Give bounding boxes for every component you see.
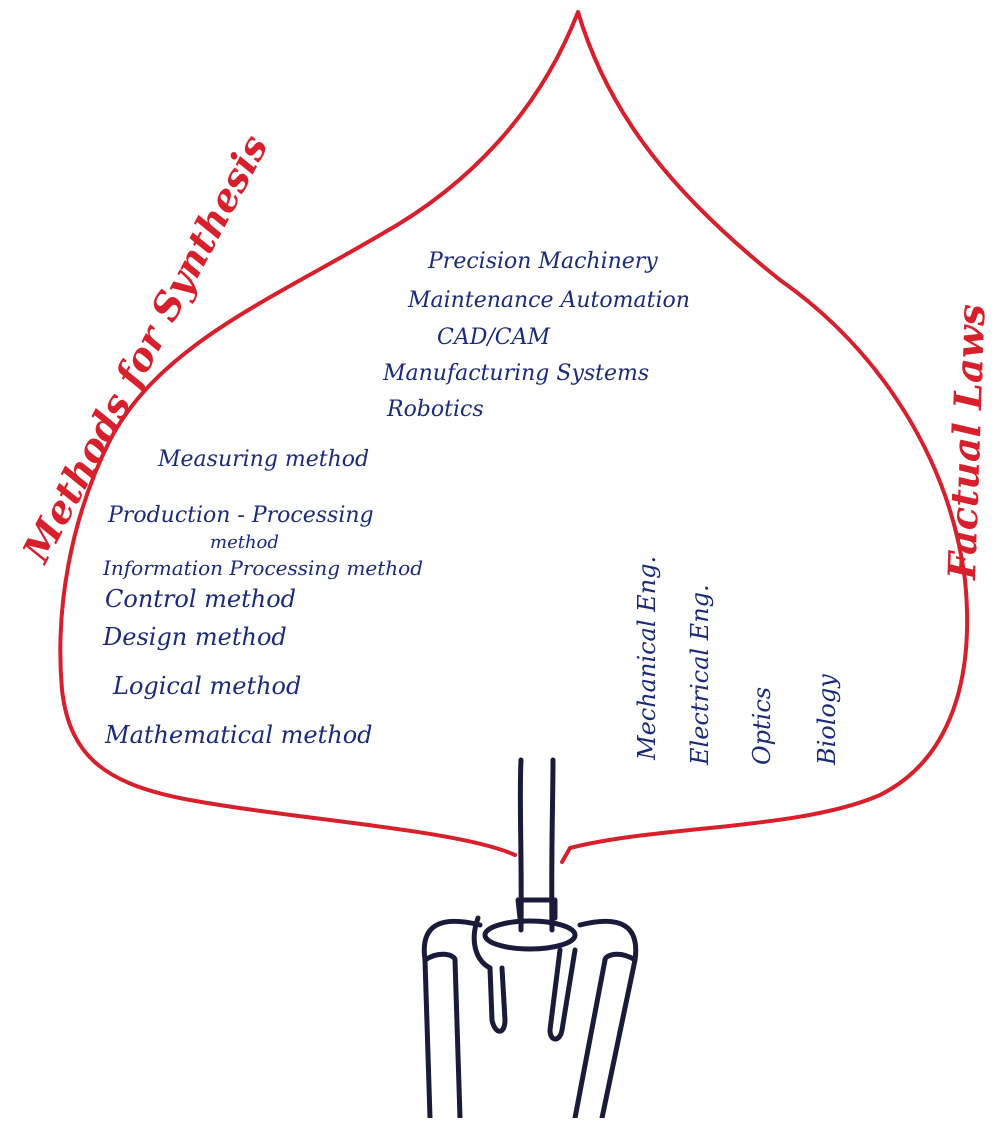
right-side-label: Factual Laws: [939, 303, 994, 581]
top-item: CAD/CAM: [437, 325, 550, 350]
top-item: Manufacturing Systems: [382, 361, 649, 386]
method-item: Control method: [105, 585, 296, 613]
top-item: Robotics: [386, 397, 484, 422]
discipline-label: Optics: [748, 687, 776, 765]
method-item: Mathematical method: [104, 721, 373, 749]
discipline-label: Mechanical Eng.: [633, 556, 661, 761]
method-item: Logical method: [112, 672, 301, 700]
method-item: Measuring method: [157, 447, 369, 472]
socket-base: [424, 900, 636, 1118]
disciplines-group: Mechanical Eng. Electrical Eng. Optics B…: [633, 556, 841, 766]
method-item: Information Processing method: [102, 556, 423, 580]
methods-group: Measuring method Production - Processing…: [102, 447, 423, 749]
top-item: Maintenance Automation: [407, 288, 690, 313]
top-item: Precision Machinery: [427, 249, 658, 274]
discipline-label: Electrical Eng.: [686, 584, 714, 766]
top-items-group: Precision Machinery Maintenance Automati…: [382, 249, 690, 422]
discipline-label: Biology: [813, 674, 841, 766]
method-item: Production - Processing: [107, 503, 374, 528]
method-item: Design method: [102, 623, 287, 651]
method-item: method: [210, 532, 279, 553]
